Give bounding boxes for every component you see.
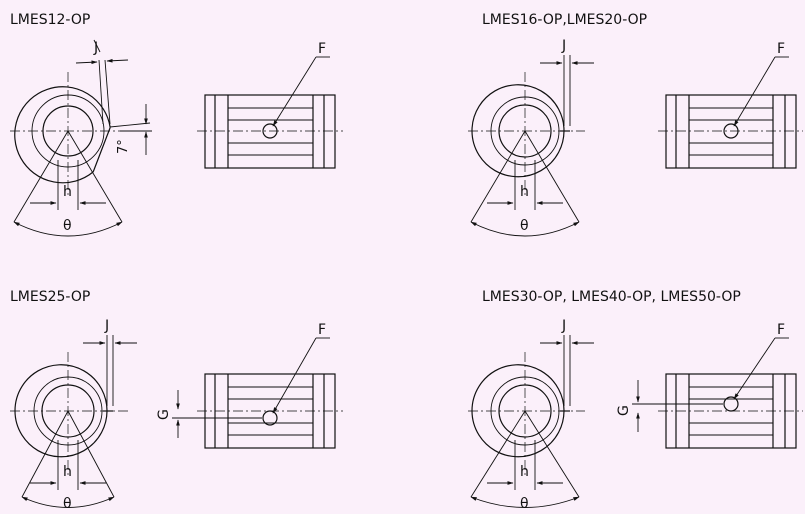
theta-label: θ [520,218,529,234]
panel-lmes30-40-50: LMES30-OP, LMES40-OP, LMES50-OP h θ J [468,289,803,512]
angle-label: 7° [116,139,131,154]
h-label: h [520,464,529,480]
f-label: F [318,322,326,338]
section-view: h θ J 7° [10,39,152,237]
side-view: G F [156,322,343,449]
theta-label: θ [520,496,529,512]
panel-title: LMES30-OP, LMES40-OP, LMES50-OP [482,289,741,305]
h-label: h [520,184,529,200]
section-view: h θ J [10,318,137,512]
j-label: J [561,38,566,54]
panel-title: LMES16-OP,LMES20-OP [482,12,647,28]
h-label: h [63,184,72,200]
g-label: G [156,409,172,420]
panel-lmes25: LMES25-OP h θ J [10,289,343,512]
side-view: F [197,41,343,169]
f-label: F [777,41,785,57]
side-view: G F [616,322,803,449]
h-label: h [63,464,72,480]
section-view: h θ J [468,318,594,512]
j-label: J [93,40,98,56]
panel-lmes16-20: LMES16-OP,LMES20-OP h θ J [468,12,803,237]
section-view: h θ J [468,38,594,237]
j-label: J [104,318,109,334]
theta-label: θ [63,218,72,234]
panel-title: LMES25-OP [10,289,90,305]
panel-lmes12: LMES12-OP h θ J [10,12,343,237]
j-label: J [561,318,566,334]
f-label: F [318,41,326,57]
side-view: F [658,41,803,169]
panel-title: LMES12-OP [10,12,90,28]
f-label: F [777,322,785,338]
theta-label: θ [63,496,72,512]
g-label: G [616,405,632,416]
